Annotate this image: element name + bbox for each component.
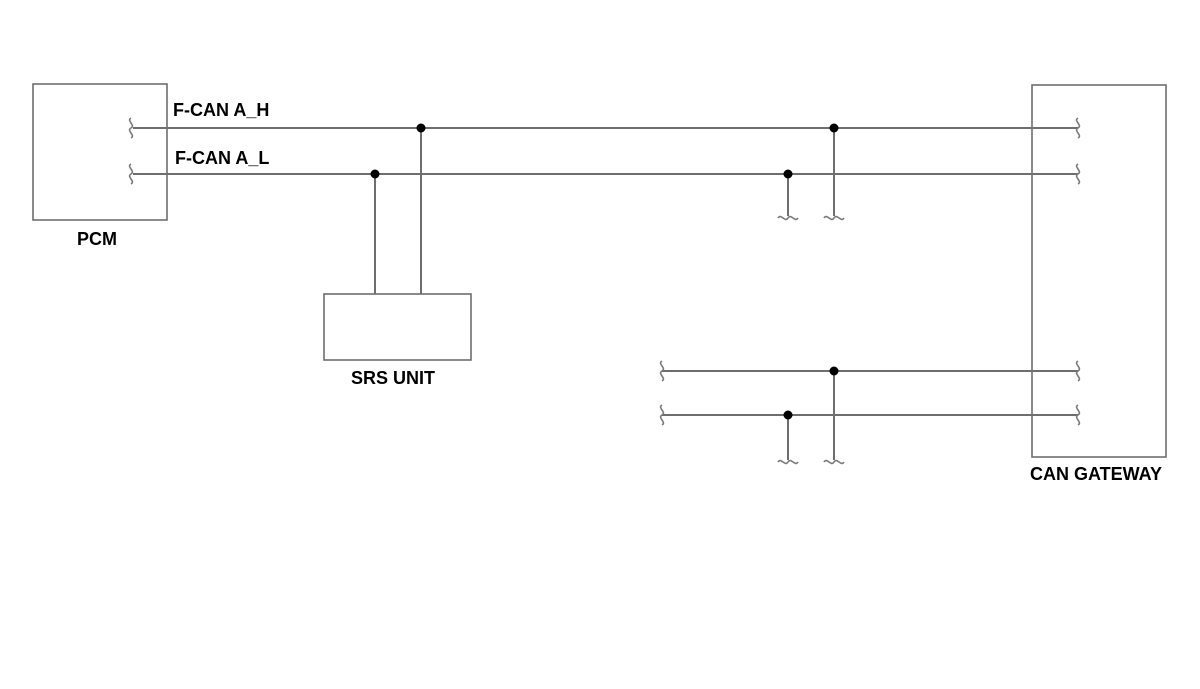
lower-high-left-break-icon bbox=[659, 360, 665, 382]
srs-unit-box bbox=[323, 293, 472, 361]
gateway-lower-high-break-icon bbox=[1075, 360, 1081, 382]
pcm-low-break-icon bbox=[128, 163, 134, 185]
pcm-high-break-icon bbox=[128, 117, 134, 139]
srs-unit-label: SRS UNIT bbox=[351, 368, 436, 388]
lower-low-branch-break-icon bbox=[777, 459, 799, 465]
upper-low-branch-break-icon bbox=[777, 215, 799, 221]
gateway-lower-low-break-icon bbox=[1075, 404, 1081, 426]
can-gateway-label: CAN GATEWAY bbox=[1030, 464, 1163, 484]
fcan-low-label: F-CAN A_L bbox=[175, 148, 270, 168]
upper-high-branch-break-icon bbox=[823, 215, 845, 221]
gateway-low-break-icon bbox=[1075, 163, 1081, 185]
gateway-high-break-icon bbox=[1075, 117, 1081, 139]
can-gateway-box bbox=[1031, 84, 1167, 458]
fcan-high-label: F-CAN A_H bbox=[173, 100, 270, 120]
junction-node bbox=[416, 123, 426, 133]
junction-node bbox=[370, 169, 380, 179]
pcm-label: PCM bbox=[77, 229, 117, 249]
lower-high-branch-break-icon bbox=[823, 459, 845, 465]
junction-node bbox=[829, 123, 839, 133]
lower-low-left-break-icon bbox=[659, 404, 665, 426]
pcm-box bbox=[32, 83, 168, 221]
junction-node bbox=[783, 410, 793, 420]
junction-node bbox=[829, 366, 839, 376]
junction-node bbox=[783, 169, 793, 179]
